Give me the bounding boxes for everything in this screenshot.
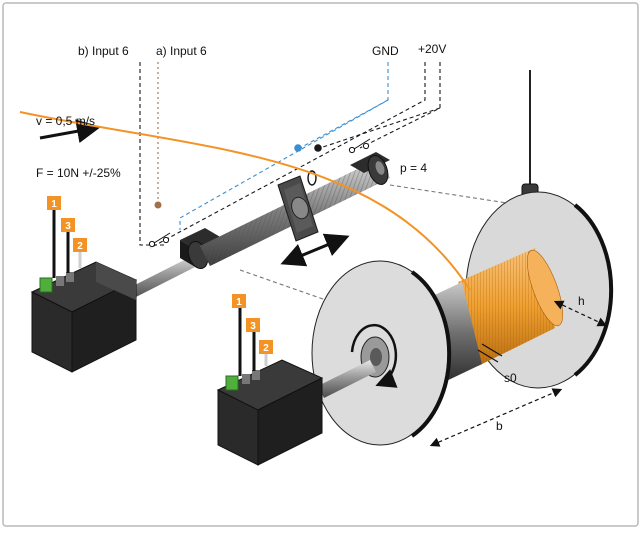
wire-gnd xyxy=(179,62,389,230)
gnd-node xyxy=(294,144,302,152)
dim-b-arrow xyxy=(429,388,563,447)
spool-assembly xyxy=(311,70,614,446)
limit-switch-right xyxy=(348,138,371,154)
motor1-badge-2: 2 xyxy=(77,241,83,252)
wire-plus20v xyxy=(149,62,426,249)
label-dim-b: b xyxy=(496,419,503,433)
motor2-terminal xyxy=(225,375,239,391)
label-input6-b: b) Input 6 xyxy=(78,44,129,58)
motor1-badges: 1 3 2 xyxy=(47,196,87,252)
stepper-motor-2 xyxy=(216,308,324,466)
label-velocity: v = 0,5 m/s xyxy=(36,114,95,128)
dim-h-arrow xyxy=(553,300,608,327)
motor1-badge-3: 3 xyxy=(65,221,71,232)
label-input6-a: a) Input 6 xyxy=(156,44,207,58)
motor1-badge-1: 1 xyxy=(51,199,57,210)
label-gnd: GND xyxy=(372,44,399,58)
stepper-motor-1 xyxy=(30,210,138,373)
motor2-badge-2: 2 xyxy=(263,343,269,354)
thread-path xyxy=(19,111,471,291)
motor1-terminal xyxy=(39,277,53,293)
wire-input6-a-node xyxy=(154,201,162,209)
traverse-arrow xyxy=(280,233,350,267)
label-dim-s0: s0 xyxy=(504,371,517,385)
wiring-lines xyxy=(139,62,521,306)
dimension-arrows xyxy=(429,300,608,447)
label-pitch: p = 4 xyxy=(400,161,427,175)
rotation-arrow xyxy=(350,323,398,388)
velocity-arrow xyxy=(39,119,101,144)
motor2-badges: 1 3 2 xyxy=(232,294,273,354)
label-plus20v: +20V xyxy=(418,42,446,56)
motor2-badge-1: 1 xyxy=(236,297,242,308)
thread-eyelet xyxy=(307,170,317,186)
motor2-badge-3: 3 xyxy=(250,321,256,332)
label-dim-h: h xyxy=(578,294,585,308)
label-force: F = 10N +/-25% xyxy=(36,166,121,180)
limit-switch-left xyxy=(148,232,171,248)
plus20v-node xyxy=(314,144,322,152)
